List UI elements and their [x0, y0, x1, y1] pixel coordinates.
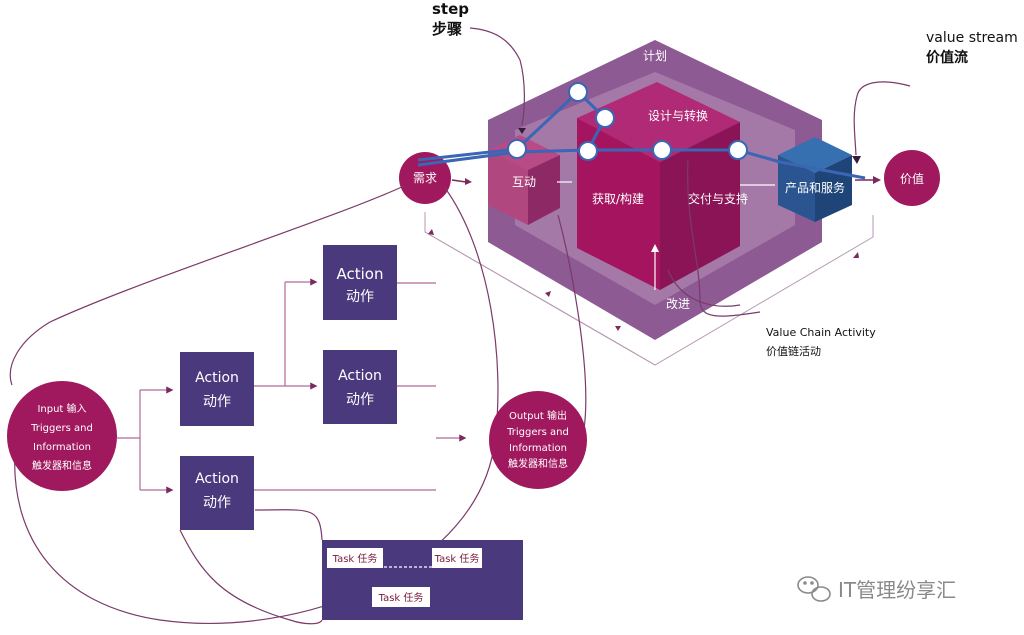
action-4-en: Action — [195, 471, 239, 487]
flow-lines — [117, 278, 467, 494]
improve-label: 改进 — [666, 297, 690, 311]
action-3-cn: 动作 — [346, 392, 374, 408]
step-label-en: step — [432, 0, 469, 18]
output-line-3: Information — [509, 443, 567, 454]
task-3-label: Task 任务 — [378, 591, 424, 604]
action-box-2 — [180, 352, 254, 426]
output-line-1: Output 输出 — [509, 409, 567, 422]
task-box-2 — [432, 548, 482, 568]
task-2-label: Task 任务 — [434, 552, 480, 565]
action-1-cn: 动作 — [346, 289, 374, 305]
obtain-label: 获取/构建 — [592, 191, 644, 206]
task-box-1 — [327, 548, 383, 568]
action-box-1 — [323, 245, 397, 320]
output-line-4: 触发器和信息 — [508, 457, 568, 470]
wechat-icon — [797, 576, 831, 602]
outer-arrows — [428, 229, 859, 331]
action-1-en: Action — [337, 265, 384, 283]
action-3-en: Action — [338, 368, 382, 384]
plan-label: 计划 — [643, 49, 667, 63]
outer-activity-diamond — [424, 212, 874, 366]
products-label: 产品和服务 — [785, 180, 845, 195]
value-stream-label-en: value stream — [926, 30, 1018, 46]
products-cube — [778, 137, 852, 222]
task-box-3 — [372, 587, 430, 607]
value-stream-label-cn: 价值流 — [926, 49, 968, 66]
value-stream-nodes — [507, 82, 748, 161]
action-4-cn: 动作 — [203, 495, 231, 511]
output-line-2: Triggers and — [506, 427, 569, 438]
input-line-3: Information — [33, 442, 91, 453]
output-circle — [489, 391, 587, 489]
input-circle — [7, 381, 117, 491]
design-label: 设计与转换 — [648, 108, 708, 123]
action-box-3 — [323, 350, 397, 424]
demand-arrow — [451, 179, 467, 183]
action-2-en: Action — [195, 370, 239, 386]
task-1-label: Task 任务 — [332, 552, 378, 565]
vca-label-cn: 价值链活动 — [766, 344, 821, 358]
central-cube — [577, 82, 740, 290]
action-2-cn: 动作 — [203, 394, 231, 410]
input-line-4: 触发器和信息 — [32, 459, 92, 472]
engage-label: 互动 — [512, 175, 536, 189]
deliver-label: 交付与支持 — [688, 191, 748, 206]
action-box-4 — [180, 456, 254, 530]
watermark-text: IT管理纷享汇 — [838, 578, 956, 602]
input-line-1: Input 输入 — [37, 402, 86, 415]
vca-label-en: Value Chain Activity — [766, 326, 876, 339]
input-line-2: Triggers and — [30, 423, 93, 434]
value-label: 价值 — [900, 171, 924, 186]
demand-circle — [399, 152, 451, 204]
value-circle — [884, 150, 940, 206]
demand-label: 需求 — [413, 171, 437, 185]
step-label-cn: 步骤 — [432, 20, 462, 38]
